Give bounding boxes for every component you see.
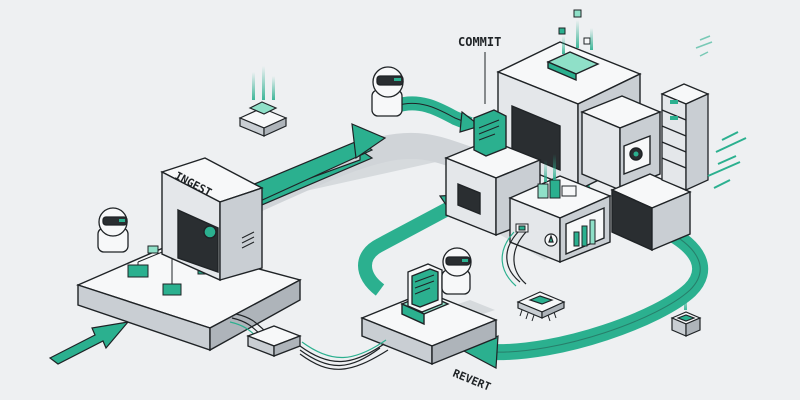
tech-lines-top xyxy=(695,35,713,57)
commit-label: COMMIT xyxy=(458,35,501,49)
tech-lines-right xyxy=(707,131,747,189)
data-cube-left xyxy=(238,66,288,137)
robot-icon xyxy=(441,247,472,295)
gear-icon xyxy=(544,233,558,247)
entry-arrow xyxy=(48,321,130,365)
robot-icon xyxy=(97,207,129,253)
sparkle-cubes-top xyxy=(558,9,593,54)
ingest-gate xyxy=(160,157,264,282)
bar-chart-icon xyxy=(573,219,596,247)
revert-label: REVERT xyxy=(451,367,493,394)
data-cube-right xyxy=(670,294,702,337)
microchip-icon xyxy=(516,291,566,322)
server-rack-icon xyxy=(660,83,710,192)
mini-stack xyxy=(537,154,577,199)
cables xyxy=(231,229,527,370)
junction-box xyxy=(246,325,302,357)
document-icon xyxy=(407,263,443,313)
review-platform xyxy=(360,291,498,366)
robot-icon xyxy=(371,66,404,117)
commit-hub xyxy=(444,41,692,264)
connector-plug xyxy=(515,223,529,233)
flow-arrow-to-commit xyxy=(393,96,482,133)
